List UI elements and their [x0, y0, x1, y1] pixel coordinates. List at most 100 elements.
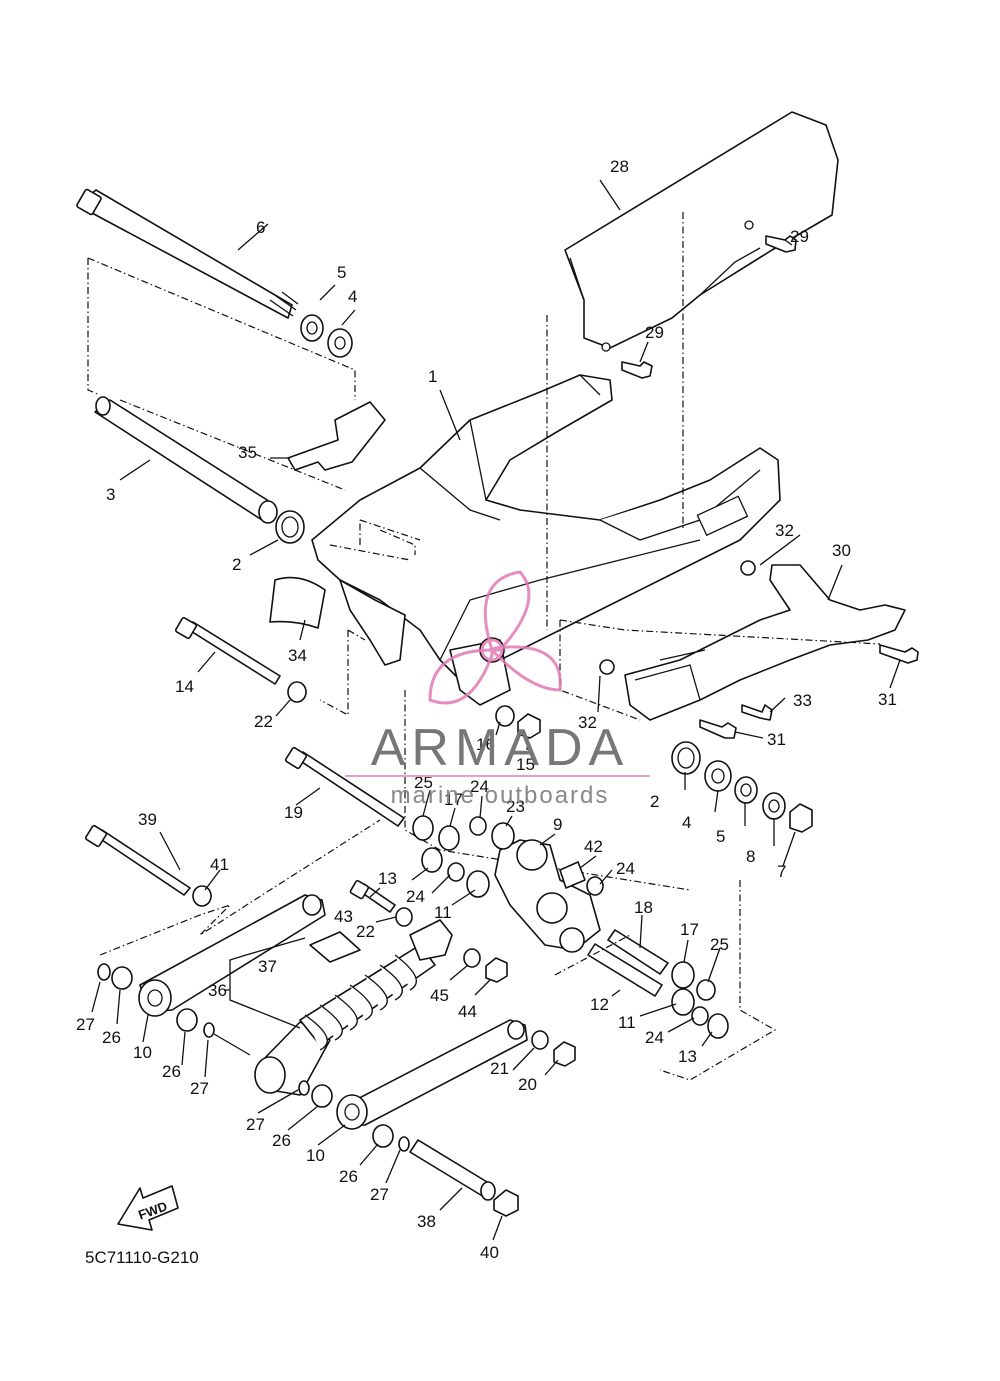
callout-5: 5 [337, 263, 346, 282]
callout-15: 15 [516, 755, 535, 774]
callout-4: 4 [348, 287, 357, 306]
washer-24-d [691, 1006, 709, 1026]
callout-17: 17 [444, 790, 463, 809]
nut-44 [485, 957, 508, 983]
callout-10: 10 [133, 1043, 152, 1062]
washer-24-c [586, 876, 604, 896]
callout-26: 26 [272, 1131, 291, 1150]
callout-19: 19 [284, 803, 303, 822]
callout-32: 32 [775, 521, 794, 540]
collar-13-right [707, 1013, 729, 1039]
bush-23 [491, 822, 515, 850]
bush-26-d [372, 1124, 394, 1148]
callout-23: 23 [506, 797, 525, 816]
callout-31: 31 [878, 690, 897, 709]
bush-26-c [311, 1084, 333, 1108]
callout-11: 11 [618, 1013, 636, 1032]
washer-45 [463, 948, 481, 968]
watermark-subtitle: marine outboards [390, 782, 610, 809]
sticker-35 [287, 401, 386, 471]
cover-34 [269, 576, 326, 629]
nut-15 [517, 713, 541, 739]
rear-shock-absorber [254, 919, 453, 1096]
callout-27: 27 [246, 1115, 265, 1134]
callout-27: 27 [76, 1015, 95, 1034]
callout-42: 42 [584, 837, 603, 856]
callout-28: 28 [610, 157, 629, 176]
callout-34: 34 [288, 646, 307, 665]
bush-26-a [111, 966, 133, 990]
nut-40 [493, 1189, 519, 1217]
callout-12: 12 [590, 995, 609, 1014]
bolt-33 [741, 704, 773, 721]
callout-39: 39 [138, 810, 157, 829]
callout-32: 32 [578, 713, 597, 732]
callout-20: 20 [518, 1075, 537, 1094]
watermark-logo [428, 570, 562, 705]
callout-21: 21 [490, 1059, 509, 1078]
washer-22-top [287, 681, 307, 703]
callout-26: 26 [339, 1167, 358, 1186]
o-ring-27-d [398, 1136, 410, 1152]
callout-35: 35 [238, 443, 257, 462]
callout-1: 1 [428, 367, 437, 386]
callout-24: 24 [470, 777, 489, 796]
sticker-37 [309, 931, 361, 963]
callout-2: 2 [650, 792, 659, 811]
callout-24: 24 [616, 859, 635, 878]
collar-38 [409, 1139, 493, 1198]
callout-26: 26 [102, 1028, 121, 1047]
callout-7: 7 [777, 862, 786, 881]
callout-5: 5 [716, 827, 725, 846]
collar-18 [607, 929, 669, 975]
collar-13-left [421, 847, 443, 873]
bearing-17-left [438, 825, 460, 851]
diagram-code: 5C71110-G210 [85, 1248, 199, 1267]
callout-29: 29 [645, 323, 664, 342]
washer-16 [495, 705, 515, 727]
bearing-17-right [671, 961, 695, 989]
callout-17: 17 [680, 920, 699, 939]
watermark-divider [345, 775, 650, 777]
callout-8: 8 [746, 847, 755, 866]
callout-24: 24 [406, 887, 425, 906]
bolt-29-upper [765, 235, 797, 253]
watermark-title: ARMADA [370, 719, 630, 777]
chain-guard [564, 111, 839, 349]
callout-43: 43 [334, 907, 353, 926]
collar-12 [587, 943, 663, 997]
o-ring-27-c [298, 1080, 310, 1096]
callout-31: 31 [767, 730, 786, 749]
nut-20 [553, 1041, 576, 1067]
bolt-29-lower [621, 361, 653, 379]
washer-22-lower [395, 907, 413, 927]
bolt-31-right [879, 644, 919, 664]
callout-10: 10 [306, 1146, 325, 1165]
callout-40: 40 [480, 1243, 499, 1262]
callout-3: 3 [106, 485, 115, 504]
chain-case-30 [624, 564, 906, 721]
callout-14: 14 [175, 677, 194, 696]
swingarm-lower-bracket [339, 579, 406, 666]
callout-11: 11 [434, 903, 452, 922]
callout-16: 16 [476, 735, 495, 754]
o-ring-27-b [203, 1022, 215, 1038]
callout-37: 37 [258, 957, 277, 976]
callout-29: 29 [790, 227, 809, 246]
callout-24: 24 [645, 1028, 664, 1047]
nut-7 [789, 803, 813, 833]
pivot-shaft [83, 189, 293, 319]
washer-25-right [696, 979, 716, 1001]
collar-42 [559, 861, 586, 889]
o-ring-27-a [97, 963, 111, 981]
callout-13: 13 [378, 869, 397, 888]
callout-33: 33 [793, 691, 812, 710]
fwd-arrow-icon [117, 1185, 179, 1231]
callout-9: 9 [553, 815, 562, 834]
callout-27: 27 [190, 1079, 209, 1098]
callout-4: 4 [682, 813, 691, 832]
bolt-14 [185, 621, 281, 685]
callout-25: 25 [414, 773, 433, 792]
bush-25-left [412, 815, 434, 841]
